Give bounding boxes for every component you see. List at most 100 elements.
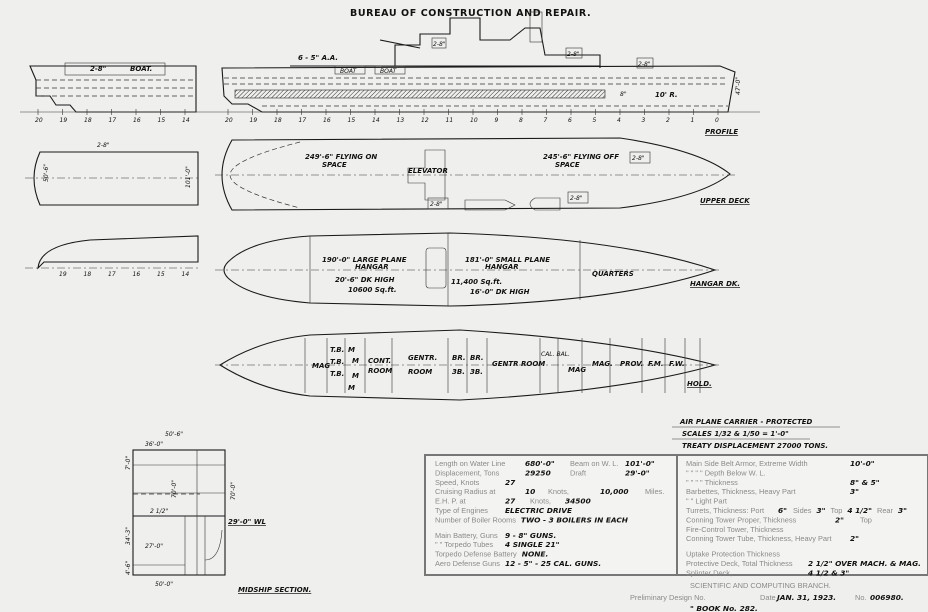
small-hangar-height: 16'-0" DK HIGH (470, 288, 530, 296)
compartment-label: CONT. (368, 357, 391, 365)
spec-label: Knots, (548, 487, 569, 496)
sheet-title: BUREAU OF CONSTRUCTION AND REPAIR. (350, 8, 591, 19)
large-hangar-label: HANGAR (355, 263, 389, 271)
compartment-label: M (352, 372, 359, 380)
small-hangar-area: 11,400 Sq.ft. (451, 278, 502, 286)
midship-label: MIDSHIP SECTION. (238, 586, 311, 594)
hangar-deck-label: HANGAR DK. (690, 280, 740, 288)
station-number: 16 (323, 117, 331, 124)
station-number: 17 (108, 271, 116, 278)
spec-label: " " " " Depth Below W. L. (686, 468, 766, 477)
gun-label: 2-8" (570, 195, 583, 202)
spec-value: 3" (817, 506, 826, 515)
belt-label: 8" (620, 91, 627, 98)
large-hangar-area: 10600 Sq.ft. (348, 286, 397, 294)
station-number: 15 (348, 117, 356, 124)
spec-label: " " Light Part (686, 497, 727, 506)
spec-label: Main Battery, Guns (435, 531, 498, 540)
spec-value: 6" (778, 506, 787, 515)
compartment-label: M (352, 357, 359, 365)
number-label: No. (855, 593, 867, 602)
compartment-label: M (348, 346, 355, 354)
dimension-label: 50'-6" (165, 431, 183, 438)
station-number: 1 (691, 117, 695, 124)
spec-label: Barbettes, Thickness, Heavy Part (686, 487, 796, 496)
profile-view: BOAT. 2-8" 2-8" 2-8" 2-8" 6 - 5" A.A. BO… (20, 11, 760, 136)
spec-value: 3" (898, 506, 907, 515)
station-number: 0 (715, 117, 719, 124)
height-label: 47'-0" (735, 77, 742, 95)
book-number: " BOOK No. 282. (690, 604, 758, 612)
dimension-label: 70'-0" (230, 482, 237, 500)
upper-deck-aft (33, 151, 199, 206)
spec-label: Sides (793, 506, 812, 515)
dimension-label: 50'-0" (155, 581, 173, 588)
spec-value: 10,000 (600, 487, 629, 496)
spec-value: 27 (505, 497, 516, 506)
compartment-label: F.W. (669, 360, 685, 368)
dimension-label: 50'-6" (43, 164, 50, 182)
hangar-aft (37, 235, 199, 270)
dimension-label: 2 1/2" (150, 508, 168, 515)
compartment-label: GENTR. (408, 354, 437, 362)
spec-label: Rear (877, 506, 894, 515)
spec-value: 29'-0" (625, 468, 650, 477)
elevator (407, 149, 446, 201)
profile-aft-hull (29, 65, 197, 113)
compartment-label: ROOM (408, 368, 432, 376)
compartment-label: MAG. (592, 360, 613, 368)
dimension-label: 27'-0" (145, 543, 163, 550)
flying-on-label: 249'-6" FLYING ON (305, 153, 377, 161)
midship-section: 50'-6" 36'-0" 70'-0" 70'-0" 29'-0" WL 27… (125, 431, 311, 594)
design-type: AIR PLANE CARRIER - PROTECTED (679, 418, 813, 426)
station-number: 19 (59, 271, 67, 278)
hold-view: MAG T.B. T.B. T.B. M M M M CONT. ROOM GE… (215, 329, 722, 401)
spec-value: 29250 (525, 468, 551, 477)
station-number: 10 (470, 117, 478, 124)
station-number: 20 (225, 117, 233, 124)
spec-label: Protective Deck, Total Thickness (686, 559, 793, 568)
spec-value: 10 (525, 487, 535, 496)
compartment-label: M (348, 384, 355, 392)
spec-label: Type of Engines (435, 506, 488, 515)
drawing-number: 006980. (870, 593, 904, 602)
compartment-label: MAG (568, 366, 586, 374)
compartment-label: BR. (470, 354, 484, 362)
spec-value: 680'-0" (525, 459, 555, 468)
hangar-outline (223, 232, 717, 307)
gun-label: 2-8" (567, 51, 580, 58)
spec-label: Conning Tower Proper, Thickness (686, 515, 797, 524)
spec-label: Fire-Control Tower, Thickness (686, 525, 784, 534)
compartment-label: PROV. (620, 360, 643, 368)
compartment-label: 3B. (452, 368, 465, 376)
spec-label: Beam on W. L. (570, 459, 618, 468)
small-hangar-label: HANGAR (485, 263, 519, 271)
flying-on-label: SPACE (322, 161, 347, 169)
spec-label: Conning Tower Tube, Thickness, Heavy Par… (686, 534, 832, 543)
spec-label: Displacement, Tons (435, 468, 500, 477)
aa-gun-label: 6 - 5" A.A. (298, 54, 338, 62)
boat (529, 197, 561, 211)
island-superstructure (394, 17, 601, 68)
spec-value: 101'-0" (625, 459, 655, 468)
station-number: 16 (133, 271, 141, 278)
station-number: 16 (133, 117, 141, 124)
tripod-mast (529, 11, 543, 43)
station-number: 7 (544, 117, 548, 124)
spec-value: 34500 (565, 497, 591, 506)
design-scale: SCALES 1/32 & 1/50 = 1'-0" (682, 430, 789, 438)
design-title: AIR PLANE CARRIER - PROTECTED SCALES 1/3… (672, 418, 840, 450)
station-number: 12 (421, 117, 429, 124)
dimension-label: 7'-0" (125, 456, 132, 470)
compartment-label: BR. (452, 354, 466, 362)
upper-deck-label: UPPER DECK (700, 197, 750, 205)
spec-label: Aero Defense Guns (435, 559, 500, 568)
date-label: Date (760, 593, 776, 602)
spec-row: Splinter Deck,4 1/2 & 3" (686, 568, 849, 577)
section-outline (132, 449, 226, 576)
